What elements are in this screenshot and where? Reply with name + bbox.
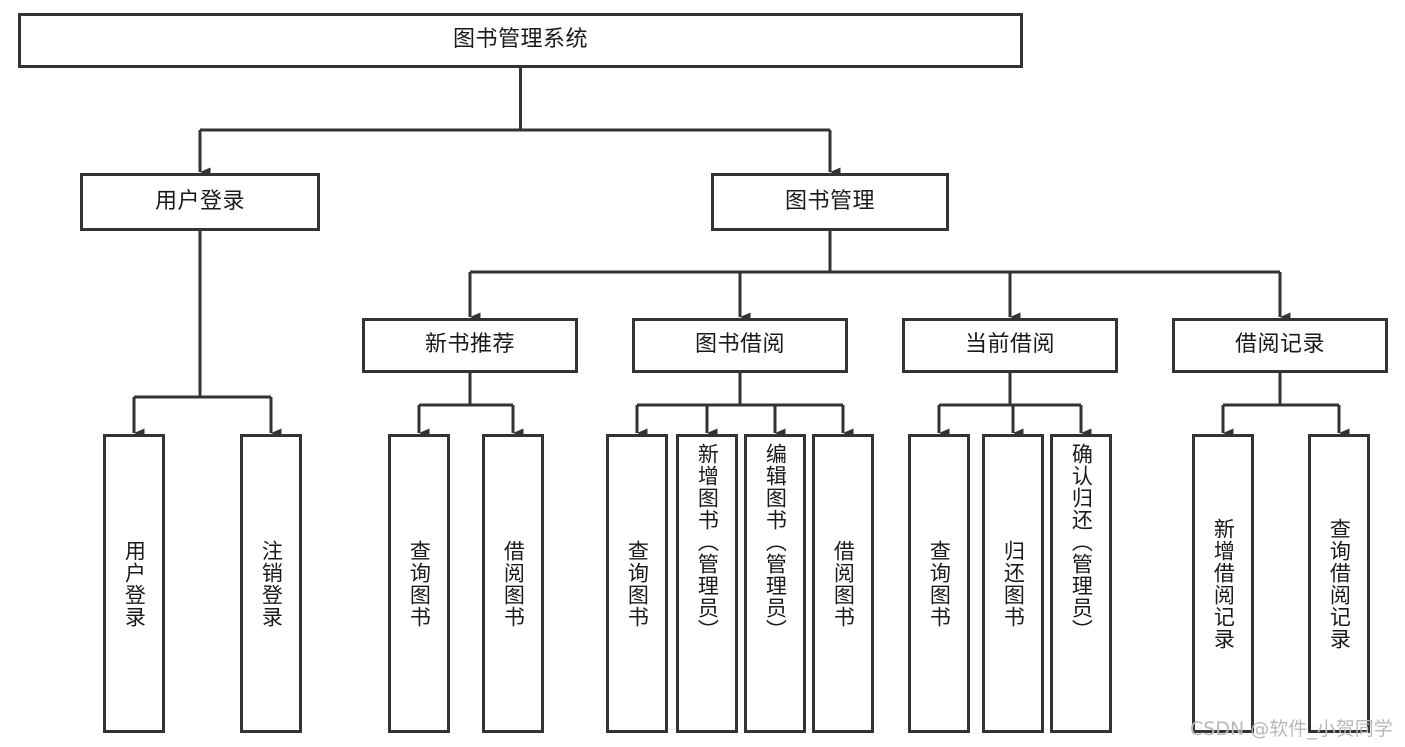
node-leaf-query-borrow-record[interactable]: 查询借阅记录 — [1308, 434, 1370, 733]
node-user-login[interactable]: 用户登录 — [80, 173, 320, 231]
node-leaf-add-borrow-record[interactable]: 新增借阅记录 — [1192, 434, 1254, 733]
node-book-borrow[interactable]: 图书借阅 — [632, 318, 848, 373]
node-label: 当前借阅 — [964, 332, 1055, 358]
node-leaf-borrow-book-2[interactable]: 借阅图书 — [812, 434, 874, 733]
node-label: 注销登录 — [259, 539, 284, 628]
node-label: 用户登录 — [122, 539, 147, 628]
node-label: 图书管理系统 — [452, 27, 588, 53]
node-label: 新增图书（管理员） — [695, 443, 720, 641]
node-current-borrow[interactable]: 当前借阅 — [902, 318, 1118, 373]
node-label: 编辑图书（管理员） — [763, 443, 788, 641]
node-book-manage[interactable]: 图书管理 — [711, 173, 949, 231]
node-leaf-query-book-1[interactable]: 查询图书 — [388, 434, 450, 733]
node-leaf-user-login[interactable]: 用户登录 — [103, 434, 165, 733]
node-label: 查询借阅记录 — [1327, 517, 1352, 650]
node-label: 借阅图书 — [501, 539, 526, 628]
node-root[interactable]: 图书管理系统 — [18, 13, 1023, 68]
node-leaf-logout[interactable]: 注销登录 — [240, 434, 302, 733]
node-borrow-record[interactable]: 借阅记录 — [1172, 318, 1388, 373]
node-label: 借阅记录 — [1234, 332, 1325, 358]
node-label: 用户登录 — [154, 188, 245, 214]
node-label: 查询图书 — [927, 539, 952, 628]
node-new-book-recommend[interactable]: 新书推荐 — [362, 318, 578, 373]
node-label: 新书推荐 — [424, 332, 515, 358]
node-label: 查询图书 — [407, 539, 432, 628]
node-label: 图书管理 — [784, 188, 875, 214]
node-leaf-query-book-3[interactable]: 查询图书 — [908, 434, 970, 733]
node-leaf-return-book[interactable]: 归还图书 — [982, 434, 1044, 733]
node-label: 借阅图书 — [831, 539, 856, 628]
node-label: 图书借阅 — [694, 332, 785, 358]
csdn-watermark: CSDN @软件_小贺同学 — [1190, 718, 1393, 740]
edge-group — [132, 68, 1350, 438]
node-label: 新增借阅记录 — [1211, 517, 1236, 650]
node-label: 查询图书 — [625, 539, 650, 628]
node-label: 归还图书 — [1001, 539, 1026, 628]
node-leaf-edit-book-admin[interactable]: 编辑图书（管理员） — [744, 434, 806, 733]
node-leaf-borrow-book-1[interactable]: 借阅图书 — [482, 434, 544, 733]
node-leaf-query-book-2[interactable]: 查询图书 — [606, 434, 668, 733]
node-leaf-add-book-admin[interactable]: 新增图书（管理员） — [676, 434, 738, 733]
node-leaf-confirm-return-admin[interactable]: 确认归还（管理员） — [1050, 434, 1112, 733]
node-label: 确认归还（管理员） — [1069, 443, 1094, 641]
